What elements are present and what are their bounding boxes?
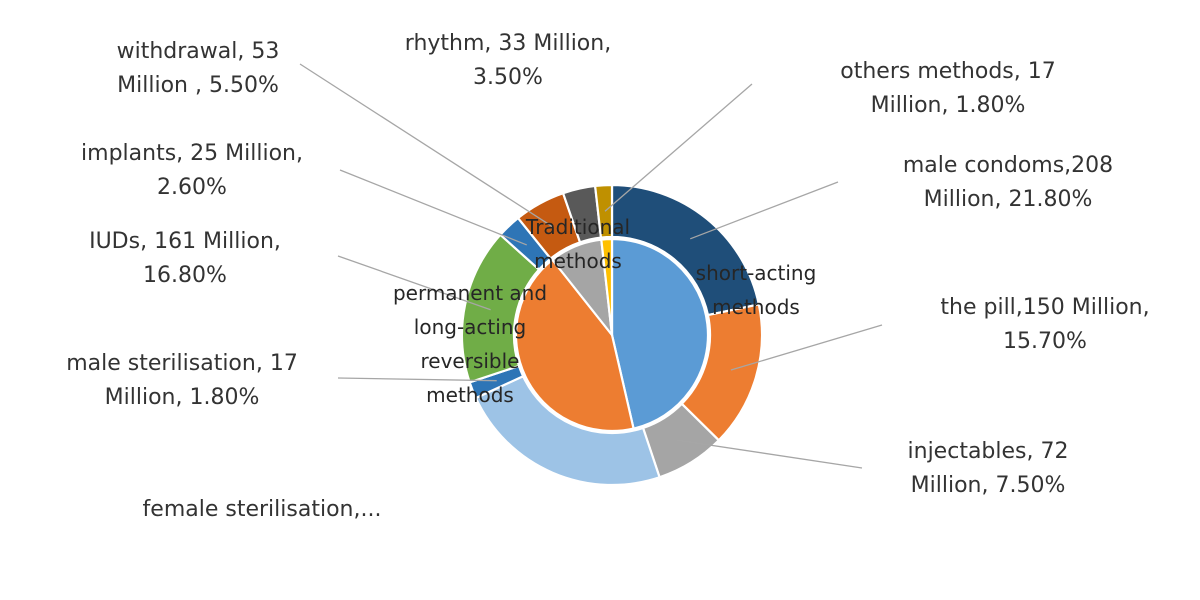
- outer-label-withdrawal: withdrawal, 53 Million , 5.50%: [117, 39, 280, 98]
- outer-label-implants-line-2: 2.60%: [157, 175, 227, 200]
- outer-label-the-pill-line-1: the pill,150 Million,: [940, 295, 1149, 320]
- inner-slice-slice-3: [600, 237, 614, 337]
- outer-label-rhythm-line-1: rhythm, 33 Million,: [405, 31, 611, 56]
- outer-label-male-condoms-line-2: Million, 21.80%: [924, 187, 1093, 212]
- leader-line-iuds: [337, 255, 491, 311]
- outer-label-male-sterilisation: male sterilisation, 17 Million, 1.80%: [66, 351, 298, 410]
- outer-label-implants-line-1: implants, 25 Million,: [81, 141, 303, 166]
- leader-line-withdrawal: [299, 63, 553, 227]
- inner-slice-permanent-and-long-acting-reversible-methods: [514, 258, 635, 433]
- outer-label-injectables: injectables, 72 Million, 7.50%: [908, 439, 1069, 498]
- outer-label-male-sterilisation-line-1: male sterilisation, 17: [66, 351, 298, 376]
- inner-label-traditional-methods: Traditional methods: [525, 215, 630, 273]
- outer-label-implants: implants, 25 Million, 2.60%: [81, 141, 303, 200]
- leader-line-male-condoms: [690, 181, 839, 240]
- inner-label-permanent-and-long-acting-reversible-methods-line-3: reversible: [421, 349, 520, 373]
- inner-label-short-acting-methods: short-acting methods: [696, 261, 817, 319]
- outer-label-others-methods-line-2: Million, 1.80%: [871, 93, 1026, 118]
- leader-lines: [299, 63, 883, 469]
- leader-line-injectables: [677, 439, 863, 469]
- inner-ring-labels: short-acting methods permanent and long-act…: [393, 215, 816, 407]
- outer-label-iuds: IUDs, 161 Million, 16.80%: [89, 229, 281, 288]
- outer-label-female-sterilisation: female sterilisation,...: [143, 497, 382, 522]
- inner-label-traditional-methods-line-2: methods: [534, 249, 622, 273]
- outer-label-female-sterilisation-line-1: female sterilisation,...: [143, 497, 382, 522]
- inner-label-permanent-and-long-acting-reversible-methods-line-2: long-acting: [414, 315, 526, 339]
- outer-label-rhythm-line-2: 3.50%: [473, 65, 543, 90]
- outer-label-male-condoms-line-1: male condoms,208: [903, 153, 1113, 178]
- outer-label-iuds-line-2: 16.80%: [143, 263, 227, 288]
- inner-ring: [514, 237, 710, 433]
- outer-label-the-pill-line-2: 15.70%: [1003, 329, 1087, 354]
- outer-slice-others-methods: [594, 183, 614, 239]
- leader-line-others-methods: [604, 83, 753, 212]
- outer-label-others-methods-line-1: others methods, 17: [840, 59, 1055, 84]
- inner-label-traditional-methods-line-1: Traditional: [525, 215, 630, 239]
- outer-label-withdrawal-line-1: withdrawal, 53: [117, 39, 280, 64]
- inner-label-short-acting-methods-line-2: methods: [712, 295, 800, 319]
- outer-label-injectables-line-2: Million, 7.50%: [911, 473, 1066, 498]
- outer-label-withdrawal-line-2: Million , 5.50%: [117, 73, 279, 98]
- leader-line-male-sterilisation: [337, 377, 497, 382]
- outer-label-rhythm: rhythm, 33 Million, 3.50%: [405, 31, 611, 90]
- outer-label-others-methods: others methods, 17 Million, 1.80%: [840, 59, 1055, 118]
- inner-label-permanent-and-long-acting-reversible-methods: permanent and long-acting reversible method…: [393, 281, 547, 407]
- outer-label-male-sterilisation-line-2: Million, 1.80%: [105, 385, 260, 410]
- leader-line-the-pill: [730, 324, 883, 371]
- outer-label-injectables-line-1: injectables, 72: [908, 439, 1069, 464]
- inner-slice-short-acting-methods: [610, 237, 710, 430]
- inner-label-short-acting-methods-line-1: short-acting: [696, 261, 817, 285]
- leader-line-implants: [339, 169, 527, 246]
- outer-label-iuds-line-1: IUDs, 161 Million,: [89, 229, 281, 254]
- inner-label-permanent-and-long-acting-reversible-methods-line-4: methods: [426, 383, 514, 407]
- inner-label-permanent-and-long-acting-reversible-methods-line-1: permanent and: [393, 281, 547, 305]
- outer-label-the-pill: the pill,150 Million, 15.70%: [940, 295, 1149, 354]
